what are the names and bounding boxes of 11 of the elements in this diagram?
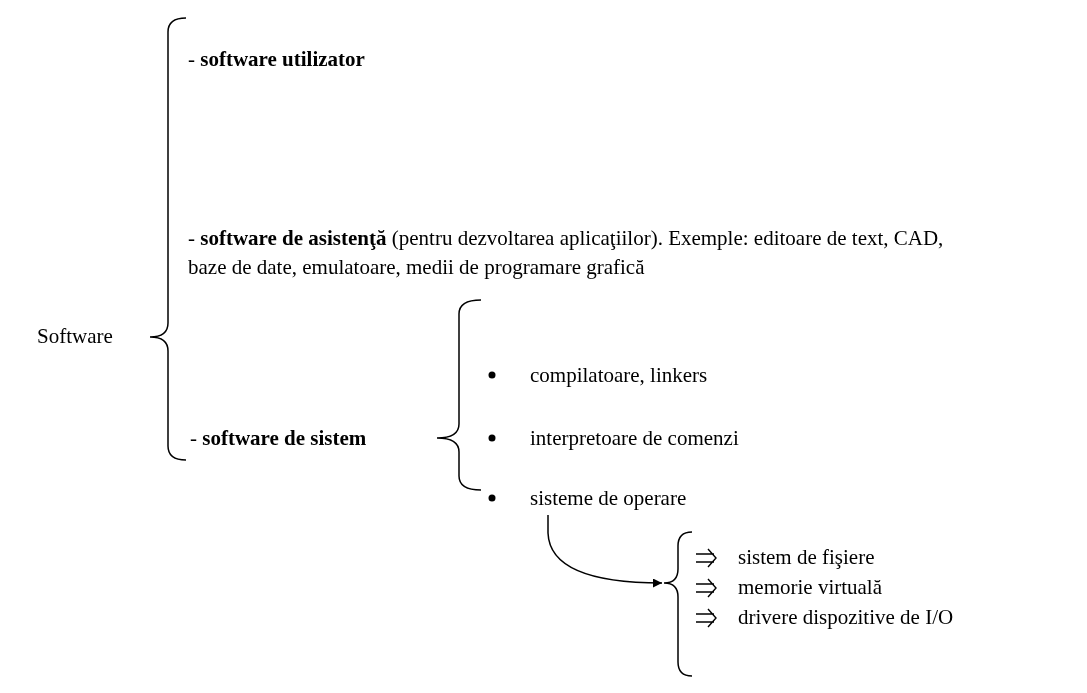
- list-item-text: interpretoare de comenzi: [530, 425, 739, 452]
- list-item-text: - software utilizator: [188, 46, 365, 73]
- list-item-text: - software de asistenţă (pentru dezvoltarea aplicaţiilor). Exemple: editoare de text, CAD, baze de date, emulatoare, medii de programare grafică: [188, 225, 945, 281]
- list-item-text: - software de sistem: [190, 425, 367, 452]
- list-item-text: memorie virtuală: [738, 574, 883, 601]
- list-item-text: sistem de fişiere: [738, 544, 875, 571]
- list-item-text: compilatoare, linkers: [530, 362, 708, 389]
- root-label: Software: [37, 323, 113, 350]
- arrow: [547, 514, 663, 588]
- list-item-text: sisteme de operare: [530, 484, 687, 513]
- list-item-text: drivere dispozitive de I/O: [738, 604, 954, 631]
